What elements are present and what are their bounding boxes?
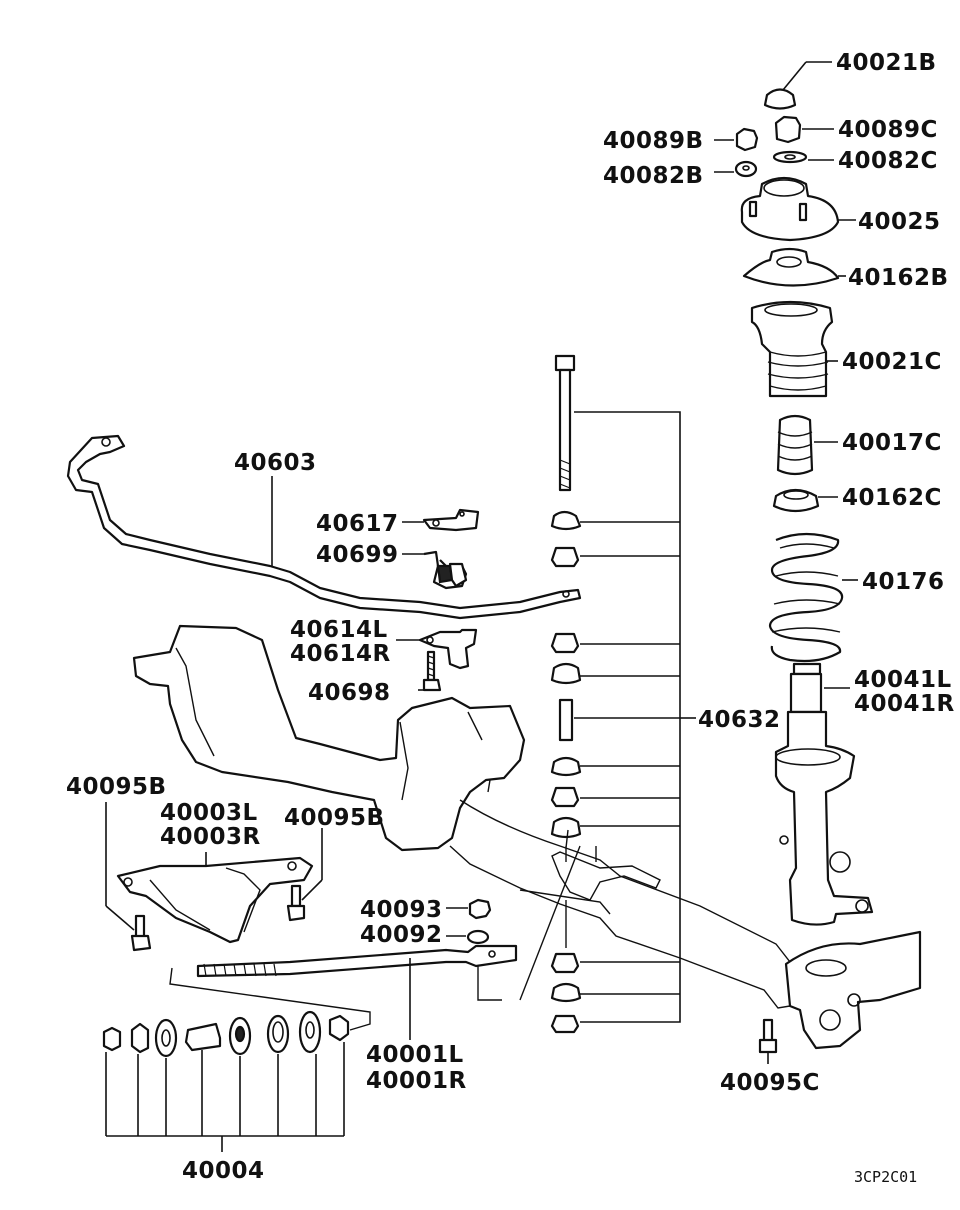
label-40095C: 40095C (720, 1070, 820, 1096)
label-40021C: 40021C (842, 349, 942, 375)
label-40089B: 40089B (603, 128, 704, 154)
label-40001L: 40001L (366, 1042, 464, 1068)
strut-rod-bushing-kit (102, 1010, 350, 1152)
lower-spring-seat-part (772, 488, 838, 513)
label-40617: 40617 (316, 511, 399, 537)
strut-rod-nut-part (446, 898, 492, 920)
arm-bolt-part (758, 1018, 778, 1064)
label-40089C: 40089C (838, 117, 938, 143)
stabilizer-clamp-part (396, 628, 478, 670)
bracket-bolt-left-part (105, 802, 152, 952)
strut-rod-washer-part (446, 929, 490, 945)
shock-absorber-part (774, 662, 874, 926)
dust-boot-part (750, 300, 838, 398)
diagram-code: 3CP2C01 (854, 1168, 917, 1186)
label-40176: 40176 (862, 569, 945, 595)
strut-mount-part (740, 176, 856, 242)
label-40041L: 40041L (854, 667, 952, 693)
label-40603: 40603 (234, 450, 317, 476)
label-40093: 40093 (360, 897, 443, 923)
upper-spring-seat-part (742, 247, 846, 287)
strut-nut-part (774, 115, 834, 144)
crossmember-frame (132, 624, 922, 1050)
label-40095B-right: 40095B (284, 805, 385, 831)
label-40698: 40698 (308, 680, 391, 706)
label-40699: 40699 (316, 542, 399, 568)
stabilizer-bar-part (66, 434, 582, 620)
coil-spring-part (768, 532, 858, 663)
strut-cap-part (763, 61, 832, 110)
strut-washer-part (772, 150, 834, 164)
bump-stop-part (776, 414, 838, 476)
label-40003L: 40003L (160, 800, 258, 826)
side-nut-part (714, 127, 759, 152)
stabilizer-link-stack (519, 354, 696, 1034)
clamp-bolt-part (418, 650, 442, 692)
label-40041R: 40041R (854, 691, 955, 717)
label-40632: 40632 (698, 707, 781, 733)
label-40082B: 40082B (603, 163, 704, 189)
label-40614L: 40614L (290, 617, 388, 643)
label-40025: 40025 (858, 209, 941, 235)
label-40614R: 40614R (290, 641, 391, 667)
stabilizer-bracket-part (402, 508, 480, 532)
label-40095B-left: 40095B (66, 774, 167, 800)
side-washer-part (714, 160, 758, 178)
label-40092: 40092 (360, 922, 443, 948)
bracket-bolt-right-part (286, 828, 323, 922)
stabilizer-bushing-part (402, 550, 468, 590)
label-40082C: 40082C (838, 148, 938, 174)
label-40162B: 40162B (848, 265, 949, 291)
label-40004: 40004 (182, 1158, 265, 1184)
strut-rod-part (169, 944, 518, 1040)
label-40162C: 40162C (842, 485, 942, 511)
label-40001R: 40001R (366, 1068, 467, 1094)
label-40021B: 40021B (836, 50, 937, 76)
label-40003R: 40003R (160, 824, 261, 850)
label-40017C: 40017C (842, 430, 942, 456)
lower-arm-bracket-part (116, 852, 314, 944)
